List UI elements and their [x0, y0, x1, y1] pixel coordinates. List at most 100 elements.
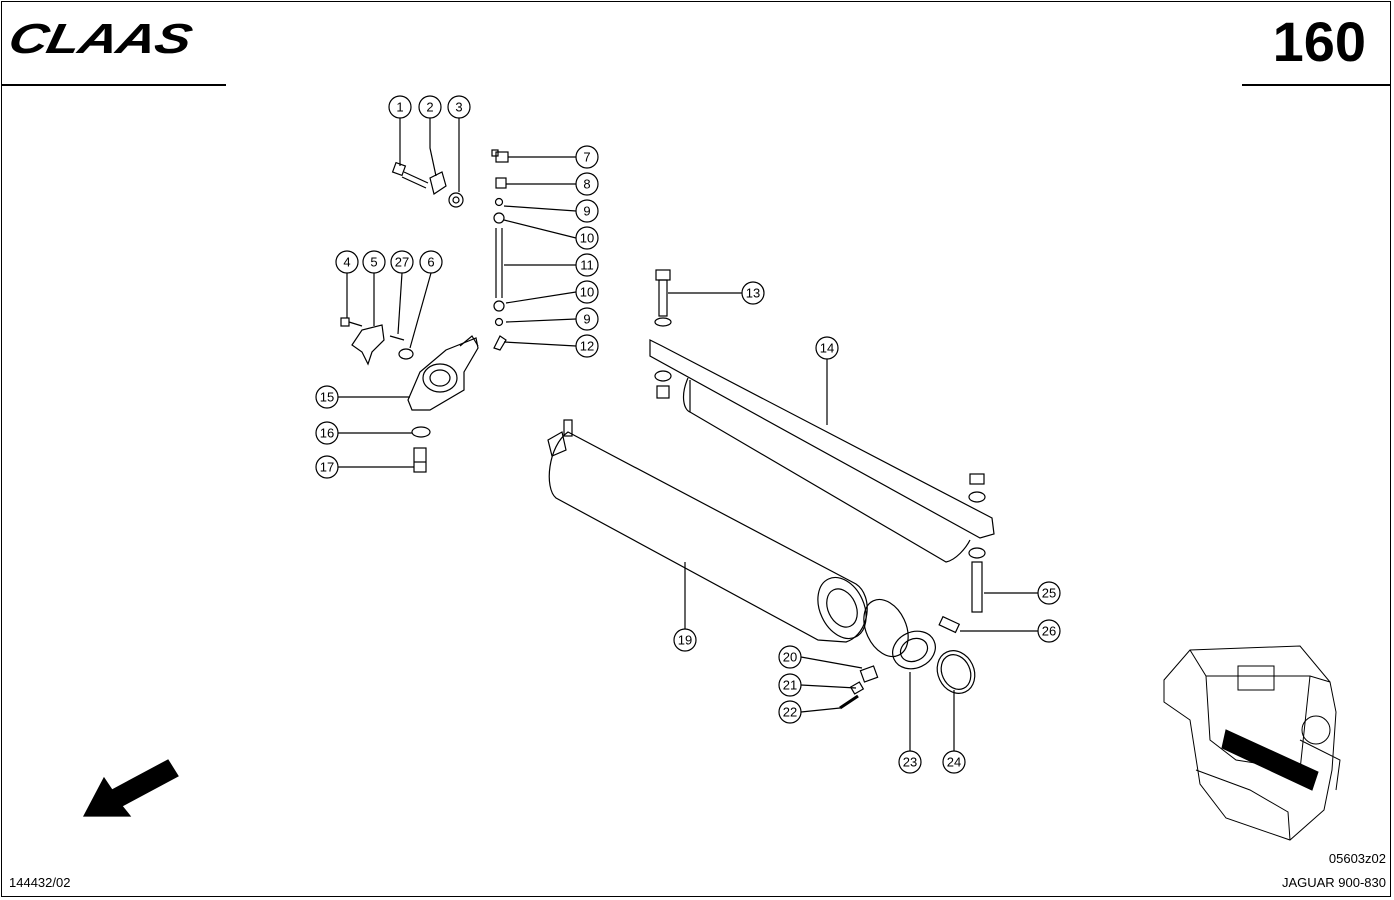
callout-label: 10	[580, 285, 594, 300]
nut-10	[493, 212, 505, 224]
callout-label: 2	[426, 100, 433, 115]
nut-3	[448, 192, 464, 208]
callout-circle	[1037, 581, 1061, 605]
callout-label: 3	[455, 100, 462, 115]
snap-ring-24	[936, 650, 976, 694]
callout-label: 14	[820, 341, 834, 356]
tube-11	[495, 228, 503, 298]
callout-9: 9	[575, 307, 599, 331]
bolt-17	[413, 447, 427, 473]
bolt-1	[391, 161, 429, 189]
cover-14	[649, 339, 995, 563]
callout-label: 15	[320, 390, 334, 405]
washer-16	[411, 426, 431, 438]
callout-label: 4	[343, 255, 350, 270]
bolt-25	[968, 473, 986, 613]
callout-23: 23	[898, 750, 922, 774]
callout-label: 21	[783, 678, 797, 693]
direction-arrow-icon	[83, 759, 179, 817]
callout-11: 11	[575, 253, 599, 277]
callout-26: 26	[1037, 619, 1061, 643]
callout-circle	[388, 95, 412, 119]
callout-circle	[575, 226, 599, 250]
callout-25: 25	[1037, 581, 1061, 605]
callout-circle	[575, 172, 599, 196]
sleeve-21	[849, 681, 865, 695]
bearing-housing-15	[407, 335, 479, 411]
roller-19	[547, 419, 868, 643]
callout-circle	[1037, 619, 1061, 643]
callout-10: 10	[575, 280, 599, 304]
callout-circle	[315, 455, 339, 479]
plate-5	[351, 324, 385, 366]
flange-bearing-23	[863, 598, 936, 670]
callout-19: 19	[673, 628, 697, 652]
callout-label: 20	[783, 650, 797, 665]
leader-lines	[338, 118, 1038, 751]
callout-label: 8	[583, 177, 590, 192]
drawing-id: 05603z02	[1328, 851, 1386, 866]
nipple-8	[495, 177, 507, 189]
callout-label: 6	[427, 255, 434, 270]
callout-label: 9	[583, 312, 590, 327]
page-number: 160	[1272, 10, 1366, 73]
block-20	[859, 665, 879, 683]
header-rule-right	[1242, 84, 1391, 86]
callout-13: 13	[741, 281, 765, 305]
callout-circle	[390, 250, 414, 274]
fitting-7	[491, 149, 509, 163]
callout-circle	[898, 750, 922, 774]
callout-24: 24	[942, 750, 966, 774]
elbow-12	[493, 335, 507, 351]
callout-17: 17	[315, 455, 339, 479]
callout-circle	[942, 750, 966, 774]
callout-circle	[575, 145, 599, 169]
callout-14: 14	[815, 336, 839, 360]
callout-label: 22	[783, 705, 797, 720]
nut-10-lower	[493, 300, 505, 312]
bracket-2	[429, 171, 447, 195]
callout-22: 22	[778, 700, 802, 724]
callout-label: 7	[583, 150, 590, 165]
callout-label: 16	[320, 426, 334, 441]
bolt-13	[654, 269, 672, 399]
callout-circle	[315, 385, 339, 409]
callout-3: 3	[447, 95, 471, 119]
callout-circle	[815, 336, 839, 360]
callout-21: 21	[778, 673, 802, 697]
callout-circle	[673, 628, 697, 652]
part-drawings	[83, 118, 1341, 841]
callout-circle	[778, 673, 802, 697]
callout-circle	[335, 250, 359, 274]
callout-circle	[575, 280, 599, 304]
callout-circle	[778, 700, 802, 724]
callout-4: 4	[335, 250, 359, 274]
callout-27: 27	[390, 250, 414, 274]
ring-9-lower	[494, 317, 504, 327]
callout-label: 10	[580, 231, 594, 246]
washer-6	[398, 348, 414, 360]
callout-8: 8	[575, 172, 599, 196]
callout-12: 12	[575, 334, 599, 358]
callout-label: 23	[903, 755, 917, 770]
header-rule-left	[1, 84, 226, 86]
callout-label: 12	[580, 339, 594, 354]
callout-label: 13	[746, 286, 760, 301]
callout-16: 16	[315, 421, 339, 445]
callout-circle	[315, 421, 339, 445]
pin-27	[389, 335, 405, 341]
callout-circle	[741, 281, 765, 305]
model-name: JAGUAR 900-830	[1281, 875, 1386, 890]
callout-circle	[575, 307, 599, 331]
callout-circle	[447, 95, 471, 119]
callout-10: 10	[575, 226, 599, 250]
callout-1: 1	[388, 95, 412, 119]
callout-circle	[575, 334, 599, 358]
callout-label: 9	[583, 204, 590, 219]
callout-circle	[575, 199, 599, 223]
callout-label: 25	[1042, 586, 1056, 601]
callout-9: 9	[575, 199, 599, 223]
callout-circle	[575, 253, 599, 277]
